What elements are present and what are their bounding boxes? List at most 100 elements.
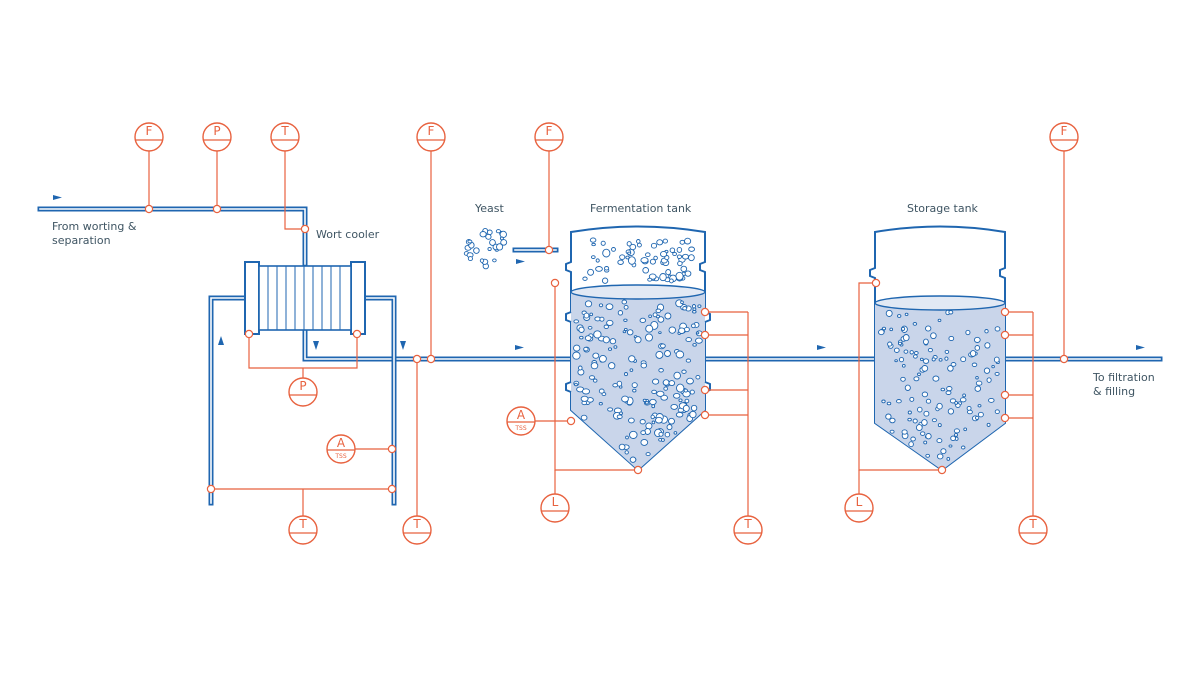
bubble [631,382,638,388]
bubble [688,246,695,252]
bubble [927,347,933,353]
fermentation-bubbles [572,299,703,463]
bubble [691,323,696,329]
bubble [904,384,911,391]
bubble [479,258,485,263]
instrument-letter: A [337,436,346,450]
bubble [994,326,1001,332]
bubble [580,414,588,421]
bubble [496,243,504,251]
bubble [881,326,887,331]
bubble [605,303,614,311]
bubble [915,424,923,432]
bubble [651,404,656,409]
bubble [925,433,932,440]
tapping-points [144,204,1069,494]
bubble [922,338,929,345]
bubble [602,248,611,258]
instrument-fermentation-temperature: T [733,515,763,545]
bubble [593,330,602,339]
bubble [645,252,651,258]
instrument-letter: F [546,124,553,138]
bubble [587,268,595,276]
bubble [960,356,967,363]
bubble [675,411,684,418]
bubble [626,329,634,336]
instrument-letter: T [280,124,289,138]
circle-with-line-icon [288,377,318,407]
bubble [685,358,692,363]
bubble [645,452,651,457]
wort-cooler-heat-exchanger [244,261,366,335]
bubble [583,312,590,319]
bubble [681,369,687,374]
bubble [590,255,596,259]
bubble [640,362,648,369]
bubble [682,306,688,311]
outlet-label-line-1: To filtration [1092,371,1155,384]
bubble [975,375,979,380]
bubble [670,403,678,410]
right-arrow-icon [1136,345,1145,350]
bubble [959,397,967,403]
bubble [664,350,671,357]
bubble [479,231,487,238]
circle-with-line-icon [288,515,318,545]
bubble [580,395,589,402]
outlet-label-line-2: & filling [1093,385,1135,398]
fermentation-tank [565,225,711,472]
bubble [910,436,916,442]
bubble [907,417,912,422]
bubble [621,299,628,305]
instrument-inlet-temperature: T [270,122,300,152]
bubble [680,300,684,305]
bubble [944,356,949,361]
bubble [629,430,638,439]
right-arrow-icon [817,345,826,350]
bubble [663,386,669,391]
instrument-letter: L [856,495,863,509]
bubble [937,423,942,428]
circle-with-line-icon [540,493,570,523]
bubble [578,365,583,371]
bubble [591,242,596,247]
bubble [909,350,914,355]
bubble [636,242,642,248]
bubble [921,365,929,372]
bubble [574,382,578,387]
bubble [676,246,683,253]
bubble [950,435,956,442]
up-arrow-icon [218,336,224,345]
bubble [676,383,685,393]
bubble [889,327,894,332]
bubble [689,389,695,395]
bubble [647,277,653,282]
bubble [684,398,690,404]
instrument-cooled-wort-temperature: T [402,515,432,545]
bubble [629,456,637,463]
bubble [974,345,981,351]
right-arrow-icon [515,345,524,350]
bubble [949,398,957,404]
instrument-cooler-diff-pressure: P [288,377,318,407]
instrument-letter: P [213,124,220,138]
bubble [921,391,929,398]
bubble [678,327,686,334]
bubble [974,415,980,420]
instrument-subscript: TSS [514,425,526,432]
bubble [675,350,685,359]
bubble [632,388,637,393]
instrument-letter: T [1028,517,1037,531]
bubble [640,430,647,435]
bubble [881,399,886,404]
bubble [607,407,614,412]
bubble [592,378,598,383]
bubble [673,431,678,435]
bubble [897,314,902,318]
bubble [495,229,501,234]
bubble [611,247,616,252]
bubble [582,276,588,281]
bubble [662,379,670,386]
instrument-fermentation-analyzer: A TSS [506,406,536,436]
bubble [919,357,924,362]
